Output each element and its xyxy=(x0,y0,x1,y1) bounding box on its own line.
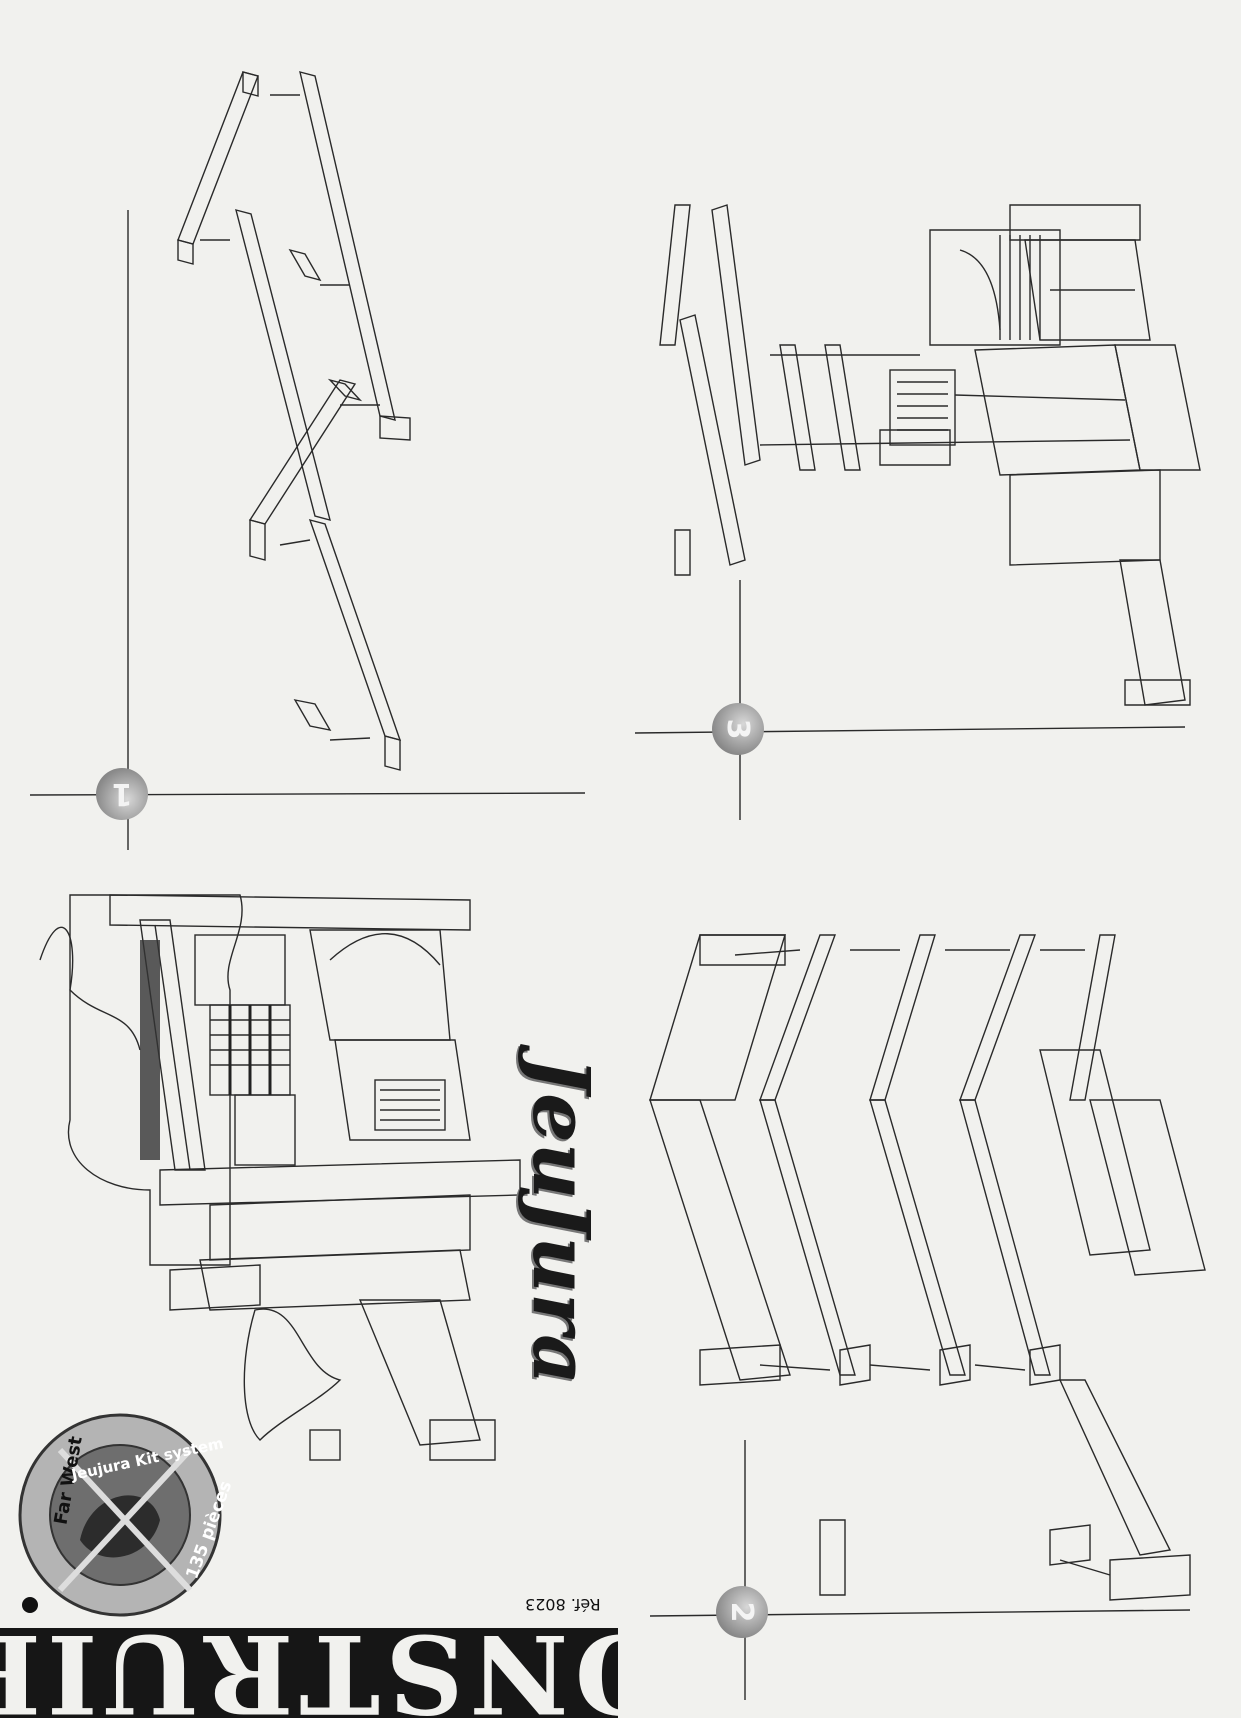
step-number-1: 1 xyxy=(111,776,133,812)
title-banner: CONSTRUIRE xyxy=(0,1628,618,1718)
chalet-roof-band xyxy=(140,940,160,1160)
product-seal: Far West Jeujura Kit system 135 pièces xyxy=(0,1410,240,1620)
step1-parts xyxy=(177,71,411,771)
chalet-illustration xyxy=(39,894,521,1461)
step-number-3: 3 xyxy=(720,718,756,740)
step-badge-3: 3 xyxy=(712,703,764,755)
title-banner-text: CONSTRUIRE xyxy=(0,1628,618,1718)
brand-logo: JeuJura xyxy=(430,1056,690,1385)
step-badge-1: 1 xyxy=(96,768,148,820)
step3-parts xyxy=(659,204,1201,706)
step-badge-2: 2 xyxy=(716,1586,768,1638)
step-number-2: 2 xyxy=(724,1601,760,1623)
brand-name: JeuJura xyxy=(514,1055,606,1385)
product-seal-graphic xyxy=(18,1413,222,1617)
reference-number: Réf. 8023 xyxy=(525,1595,601,1614)
chalet-window-bars xyxy=(228,1005,272,1095)
step2-parts xyxy=(649,934,1206,1601)
